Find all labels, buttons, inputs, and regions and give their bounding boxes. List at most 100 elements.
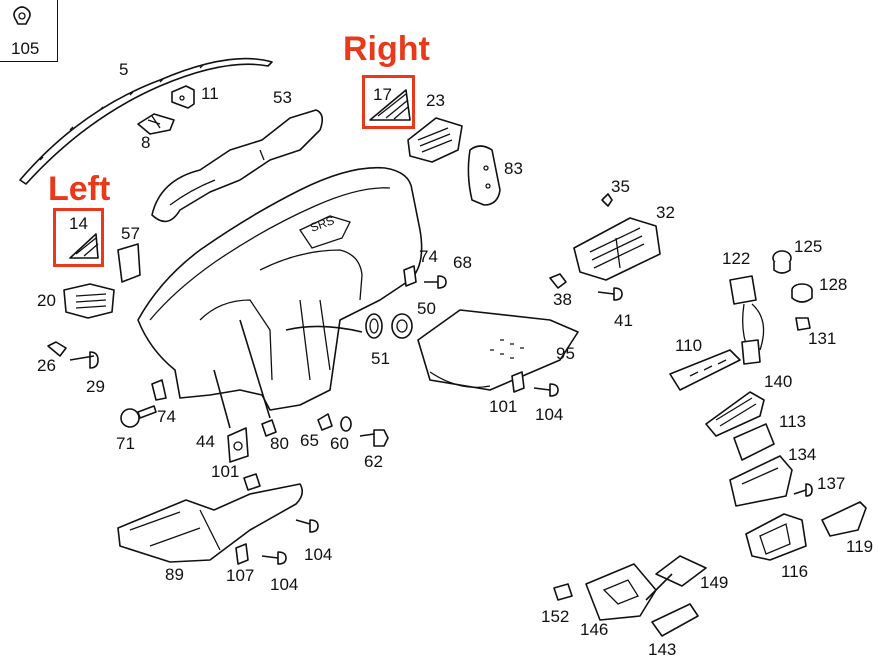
part-101-bracket	[227, 427, 249, 463]
label-68: 68	[453, 253, 472, 272]
label-26: 26	[37, 356, 56, 375]
label-62: 62	[364, 452, 383, 471]
label-14: 14	[69, 214, 88, 233]
part-41-screw	[597, 287, 623, 301]
part-68-screw	[424, 275, 447, 289]
label-74a: 74	[157, 407, 176, 426]
label-71: 71	[116, 434, 135, 453]
part-104b-screw	[295, 519, 319, 533]
part-113-cover	[733, 423, 775, 461]
label-152: 152	[541, 607, 570, 626]
part-146-tray	[585, 563, 657, 621]
part-74-clip	[151, 379, 167, 401]
part-104a-screw	[533, 383, 559, 397]
label-119: 119	[846, 537, 874, 556]
part-122-switch	[729, 275, 765, 365]
label-104a: 104	[535, 405, 564, 424]
part-128-cap	[791, 283, 813, 303]
label-101a: 101	[211, 462, 240, 481]
leader-44	[213, 369, 231, 429]
label-11: 11	[201, 84, 219, 103]
part-38-clip	[549, 273, 567, 289]
part-83-side-cover	[467, 145, 501, 206]
part-26-clip	[47, 341, 67, 357]
label-65: 65	[300, 431, 319, 450]
legend-box	[0, 0, 58, 62]
part-95-glovebox	[417, 309, 579, 391]
part-23-vent	[407, 117, 463, 163]
label-38: 38	[553, 290, 572, 309]
part-71-bolt	[120, 405, 157, 428]
part-134-tray	[729, 455, 793, 507]
leader-80	[239, 319, 271, 419]
label-50: 50	[417, 299, 436, 318]
label-128: 128	[819, 275, 848, 294]
label-104b: 104	[304, 545, 333, 564]
label-32: 32	[656, 203, 675, 222]
label-17: 17	[373, 85, 392, 104]
part-125-knob	[772, 250, 792, 274]
label-53: 53	[273, 88, 292, 107]
part-101b-bracket	[511, 371, 525, 393]
part-60-washer	[340, 416, 352, 432]
part-50-grommet	[391, 313, 413, 339]
label-20: 20	[37, 291, 56, 310]
part-101c-clip	[243, 473, 261, 491]
label-105: 105	[11, 39, 40, 58]
label-8: 8	[141, 133, 151, 152]
label-23: 23	[426, 91, 445, 110]
part-137-screw	[793, 483, 813, 497]
callout-left: Left	[48, 170, 111, 208]
label-44: 44	[196, 432, 215, 451]
label-149: 149	[700, 573, 729, 592]
part-143-insert	[651, 603, 699, 637]
label-60: 60	[330, 434, 349, 453]
part-107-clip	[235, 543, 249, 565]
label-104c: 104	[270, 575, 299, 594]
label-35: 35	[611, 177, 630, 196]
part-29-screw	[69, 351, 99, 369]
label-113: 113	[779, 412, 807, 431]
highlight-box-left	[53, 208, 104, 267]
label-143: 143	[648, 640, 677, 659]
part-57-panel	[117, 243, 141, 283]
callout-right: Right	[343, 30, 430, 68]
part-104c-screw	[261, 551, 287, 565]
highlight-box-right	[362, 75, 415, 129]
part-8-clip	[137, 113, 175, 135]
leader-51	[285, 325, 363, 333]
label-140: 140	[764, 372, 793, 391]
label-110: 110	[675, 336, 703, 355]
label-41: 41	[614, 311, 633, 330]
label-89: 89	[165, 565, 184, 584]
legend-screw-icon	[13, 6, 31, 25]
part-65-clip	[317, 413, 333, 431]
leader-149	[645, 573, 673, 601]
part-131-plug	[795, 317, 811, 331]
part-110-switch-panel	[669, 349, 741, 391]
label-125: 125	[794, 237, 823, 256]
part-11-bracket	[171, 85, 195, 109]
label-137: 137	[817, 474, 846, 493]
label-29: 29	[86, 377, 105, 396]
part-80-clip	[261, 419, 277, 437]
part-119-tray	[821, 501, 867, 537]
label-74b: 74	[419, 247, 438, 266]
label-51: 51	[371, 349, 390, 368]
part-51-ring	[365, 313, 383, 339]
part-17-right-trim	[369, 89, 411, 121]
part-62-bolt	[359, 429, 389, 447]
label-5: 5	[119, 60, 129, 79]
part-35-clip	[601, 193, 613, 207]
label-116: 116	[781, 562, 809, 581]
label-95: 95	[556, 344, 575, 363]
part-5-dash-top-strip	[19, 57, 273, 185]
label-107: 107	[226, 566, 255, 585]
label-122: 122	[722, 249, 751, 268]
part-32-center-vent	[573, 217, 661, 281]
label-134: 134	[788, 445, 817, 464]
part-14-left-trim	[69, 233, 99, 259]
part-116-bezel	[745, 513, 807, 561]
